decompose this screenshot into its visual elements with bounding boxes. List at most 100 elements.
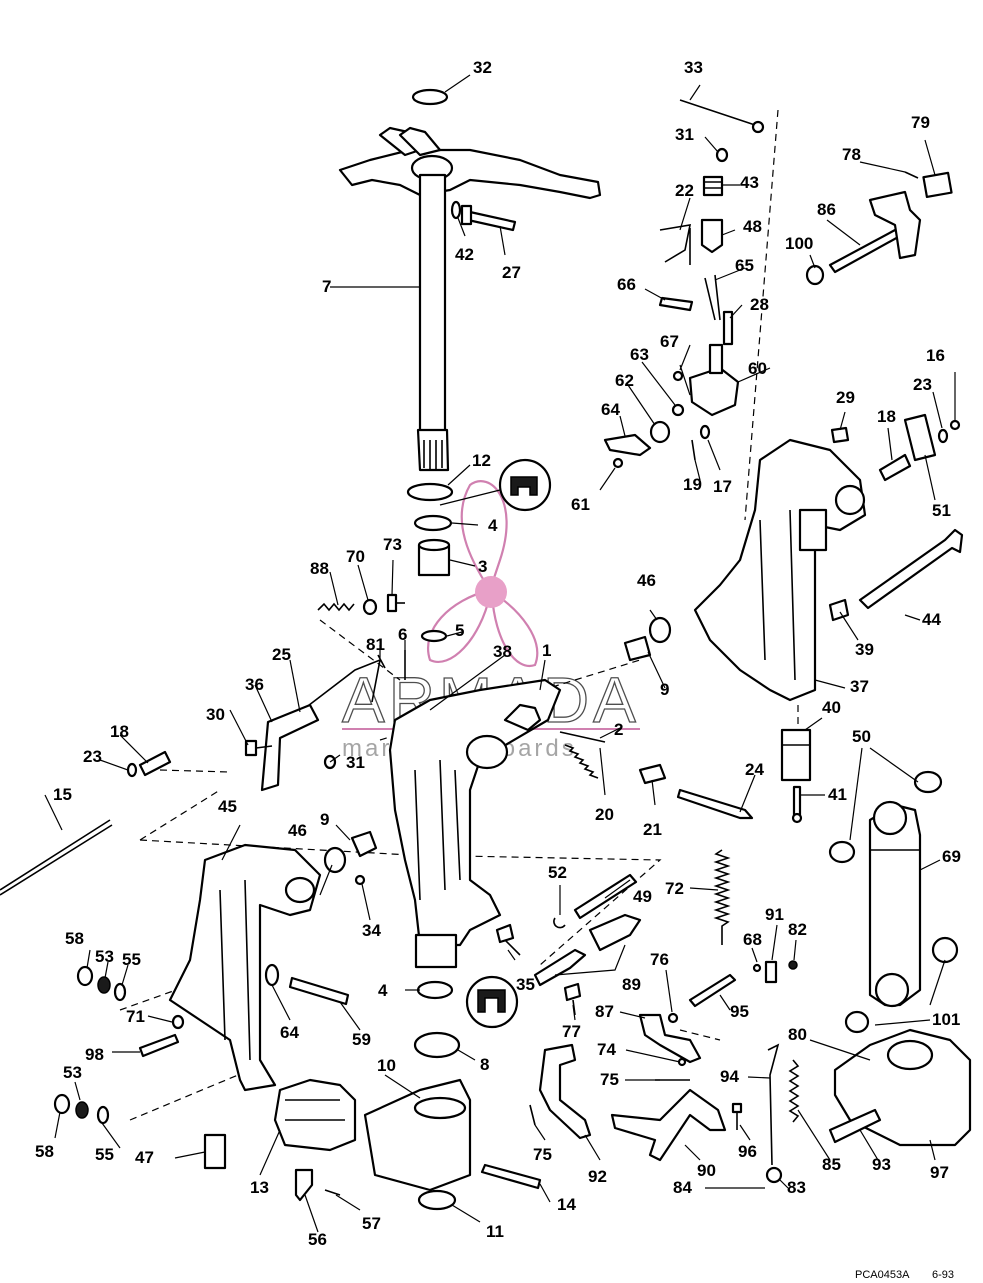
screw-41 [791, 785, 803, 824]
bushing-39 [828, 598, 850, 622]
callout-57: 57 [362, 1214, 381, 1233]
callout-40: 40 [822, 698, 841, 717]
rod-94 [767, 1043, 780, 1166]
callout-2: 2 [614, 720, 623, 739]
callout-64-left: 64 [280, 1023, 299, 1042]
detail-inset-bottom [465, 975, 519, 1029]
callout-18-right: 18 [877, 407, 896, 426]
callout-47: 47 [135, 1148, 154, 1167]
washer-71 [171, 1014, 185, 1030]
screw-77 [563, 982, 582, 1016]
pin-18-right [878, 453, 912, 482]
callout-14: 14 [557, 1195, 576, 1214]
screw-31-top [715, 147, 729, 163]
washer-23-right [937, 428, 949, 444]
callout-86: 86 [817, 200, 836, 219]
cap-32 [411, 88, 449, 106]
link-25 [299, 658, 382, 713]
callout-23-left: 23 [83, 747, 102, 766]
spring-2 [559, 731, 606, 743]
callout-28: 28 [750, 295, 769, 314]
bolt-59 [288, 976, 350, 1006]
ball-83 [765, 1166, 783, 1184]
clamp-10 [363, 1078, 472, 1192]
bushing-4-bottom [416, 980, 454, 1000]
callout-91: 91 [765, 905, 784, 924]
callout-33: 33 [684, 58, 703, 77]
callout-64-top: 64 [601, 400, 620, 419]
bushing-3 [417, 538, 451, 577]
bushing-100 [805, 264, 825, 286]
bolt-30 [244, 739, 273, 757]
plate-89-lower [533, 948, 587, 987]
lever-90 [610, 1088, 727, 1162]
callout-61: 61 [571, 495, 590, 514]
callout-63: 63 [630, 345, 649, 364]
callout-23-right: 23 [913, 375, 932, 394]
callout-labels: 32 7 42 27 12 4 3 5 88 70 73 81 6 38 1 2… [35, 58, 961, 1249]
spring-20 [564, 744, 599, 779]
callout-41: 41 [828, 785, 847, 804]
callout-46-left: 46 [288, 821, 307, 840]
cap-58-upper [76, 965, 94, 987]
spring-85 [788, 1059, 800, 1123]
bushing-9-right [623, 635, 652, 662]
callout-101: 101 [932, 1010, 960, 1029]
block-13 [273, 1078, 357, 1152]
callout-38: 38 [493, 642, 512, 661]
callout-92: 92 [588, 1167, 607, 1186]
plate-47 [203, 1133, 227, 1170]
callout-32: 32 [473, 58, 492, 77]
screw-78 [904, 171, 919, 179]
callout-52: 52 [548, 863, 567, 882]
callout-10: 10 [377, 1056, 396, 1075]
callout-85: 85 [822, 1155, 841, 1174]
callout-76: 76 [650, 950, 669, 969]
link-33 [679, 99, 756, 126]
leader-lines [44, 74, 956, 1233]
callout-89: 89 [622, 975, 641, 994]
callout-8: 8 [480, 1055, 489, 1074]
callout-18-left: 18 [110, 722, 129, 741]
nut-53-upper [97, 976, 111, 994]
washer-70 [362, 598, 378, 616]
callout-43: 43 [740, 173, 759, 192]
callout-7: 7 [322, 277, 331, 296]
washer-68 [752, 963, 762, 973]
callout-27: 27 [502, 263, 521, 282]
callout-48: 48 [743, 217, 762, 236]
plate-51 [903, 413, 937, 462]
callout-11: 11 [486, 1222, 504, 1241]
callout-37: 37 [850, 677, 869, 696]
bushing-101-top [931, 936, 959, 964]
callout-5: 5 [455, 621, 464, 640]
callout-16: 16 [926, 346, 945, 365]
callout-93: 93 [872, 1155, 891, 1174]
screw-35 [495, 923, 521, 956]
knob-43 [702, 175, 724, 197]
callout-9-left: 9 [320, 810, 329, 829]
callout-73: 73 [383, 535, 402, 554]
nut-16 [949, 419, 961, 431]
callout-95: 95 [730, 1002, 749, 1021]
callout-59: 59 [352, 1030, 371, 1049]
callout-55-upper: 55 [122, 950, 141, 969]
callout-66: 66 [617, 275, 636, 294]
callout-98: 98 [85, 1045, 104, 1064]
callout-88: 88 [310, 559, 329, 578]
screw-66 [658, 296, 694, 312]
lever-64 [603, 433, 652, 457]
rod-44 [858, 528, 964, 610]
nut-53-lower [75, 1101, 89, 1119]
cap-58-lower [53, 1093, 71, 1115]
callout-6: 6 [398, 625, 407, 644]
callout-19: 19 [683, 475, 702, 494]
propeller-logo [427, 480, 539, 668]
block-40 [780, 728, 812, 782]
rod-24 [676, 788, 754, 820]
spring-88 [317, 602, 355, 612]
cable-15 [0, 819, 113, 896]
callout-25: 25 [272, 645, 291, 664]
callout-80: 80 [788, 1025, 807, 1044]
callout-22: 22 [675, 181, 694, 200]
